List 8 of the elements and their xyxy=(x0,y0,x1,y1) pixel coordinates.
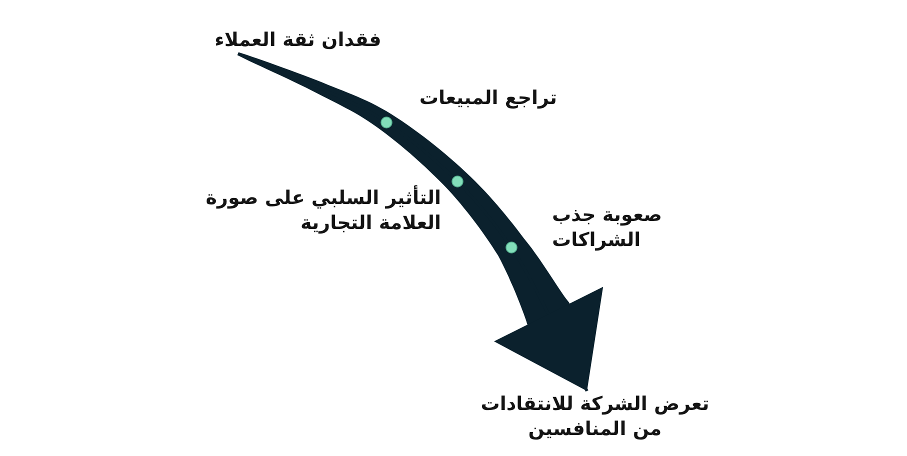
dot-label: تراجع المبيعات xyxy=(419,86,557,111)
dot-label: التأثير السلبي على صورة العلامة التجارية xyxy=(204,186,441,236)
dot-icon xyxy=(504,240,518,254)
start-label: فقدان ثقة العملاء xyxy=(214,28,382,53)
end-label: تعرض الشركة للانتقادات من المنافسين xyxy=(468,392,722,442)
dot-icon xyxy=(450,174,464,188)
dot-icon xyxy=(380,116,392,128)
dot-label: صعوبة جذب الشراكات xyxy=(552,203,664,252)
